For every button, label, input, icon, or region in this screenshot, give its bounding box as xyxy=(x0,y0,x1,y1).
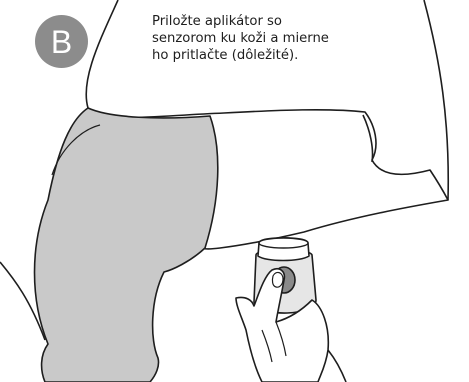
sleeve xyxy=(35,108,218,382)
wrist-line xyxy=(328,350,346,382)
instruction-text: Priložte aplikátor so senzorom ku koži a… xyxy=(152,13,362,64)
applicator-cap-top xyxy=(259,238,308,248)
thumbnail xyxy=(272,272,283,287)
step-letter: B xyxy=(51,26,72,58)
step-badge: B xyxy=(35,15,88,68)
